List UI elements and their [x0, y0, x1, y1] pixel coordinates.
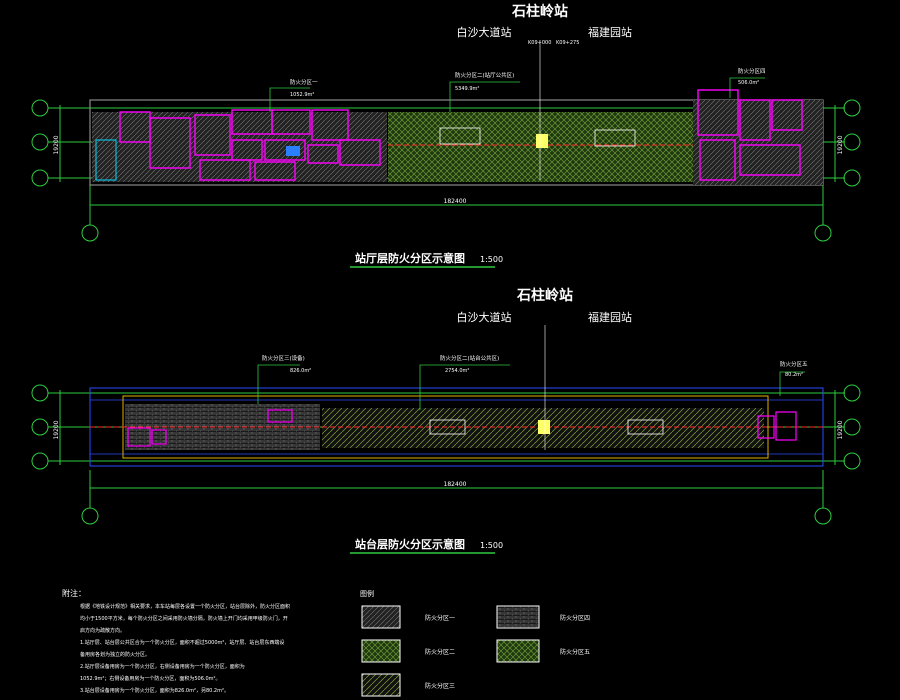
- plan1-title: 站厅层防火分区示意图: [355, 251, 465, 265]
- notes-heading: 附注：: [62, 588, 86, 598]
- plan1-zone-right-label: 防火分区四: [738, 67, 766, 75]
- plan2-station-title: 石柱岭站: [516, 287, 573, 304]
- plan2-zone-right-label: 防火分区五: [780, 360, 808, 368]
- plan1-zone-center-label: 防火分区二(站厅公共区): [455, 71, 514, 79]
- legend-label: 防火分区二: [425, 648, 455, 656]
- legend-label: 防火分区四: [560, 614, 590, 622]
- plan1-zone-left-label: 防火分区一: [290, 78, 318, 86]
- legend-label: 防火分区三: [425, 682, 455, 690]
- plan1-side-dim-right: 19200: [837, 135, 844, 154]
- plan1-zone-right: [693, 100, 823, 185]
- plan1-zone-left-area: 1052.9m²: [290, 92, 314, 98]
- plan1-chainage-b: K09+275: [556, 40, 579, 46]
- plan2-prev-station: 白沙大道站: [457, 310, 512, 324]
- plan2-zone-center-area: 2754.0m²: [445, 368, 469, 374]
- plan1-rooms-left: [119, 109, 381, 181]
- legend-title: 图例: [360, 589, 374, 598]
- plan2-core: [538, 420, 550, 434]
- legend-label: 防火分区一: [425, 614, 455, 622]
- plan1-escalator-1: [439, 127, 481, 145]
- plan1-zone-left: [92, 112, 387, 182]
- plan2-zone-center-label: 防火分区二(站台公共区): [440, 354, 499, 362]
- plan-concourse: 石柱岭站 白沙大道站 福建园站 K09+000 K09+275 182400 1…: [31, 3, 861, 268]
- notes-line: 1.站厅层、站台层公共区合为一个防火分区，面积不超过5000m²，站厅层、站台层…: [80, 639, 284, 646]
- plan1-prev-station: 白沙大道站: [457, 25, 512, 39]
- plan1-total-dim: 182400: [444, 198, 467, 205]
- plan-platform: 石柱岭站 白沙大道站 福建园站 182400 19200 19200: [31, 287, 861, 554]
- plan2-next-station: 福建园站: [588, 310, 632, 324]
- plan2-escalator-1: [429, 419, 466, 435]
- legend-item: 防火分区三: [361, 673, 455, 697]
- legend-item: 防火分区一: [361, 605, 455, 629]
- plan2-side-dim-right: 19200: [837, 420, 844, 439]
- plan1-station-title: 石柱岭站: [511, 3, 568, 20]
- notes-line: 均小于1500平方米，每个防火分区之间采用防火墙分隔，防火墙上开门均采用甲级防火…: [80, 615, 288, 622]
- plan1-scale: 1:500: [480, 255, 503, 264]
- notes-line: 启方向为疏散方向。: [80, 627, 125, 634]
- plan1-zone-right-area: 506.0m²: [738, 80, 759, 86]
- plan1-side-dim-left: 19200: [53, 135, 60, 154]
- plan1-elevator-left: [286, 146, 300, 156]
- plan1-next-station: 福建园站: [588, 25, 632, 39]
- plan2-rooms-left: [127, 409, 293, 447]
- notes-line: 3.站台层设备用房为一个防火分区，面积为826.0m²，另80.2m²。: [80, 687, 229, 694]
- plan1-chainage-a: K09+000: [528, 40, 551, 46]
- notes-line: 2.站厅层设备用房为一个防火分区，右侧设备用房为一个防火分区，面积为: [80, 663, 245, 670]
- plan2-title: 站台层防火分区示意图: [355, 537, 465, 551]
- plan2-escalator-2: [627, 419, 664, 435]
- legend-item: 防火分区四: [496, 605, 590, 629]
- plan1-zone-center-area: 5349.9m²: [455, 86, 479, 92]
- notes-line: 备用房各划为独立的防火分区。: [80, 651, 150, 658]
- notes-line: 1052.9m²；右侧设备用房为一个防火分区，面积为506.0m²。: [80, 675, 221, 682]
- notes-block: 附注： 根据《地铁设计规范》相关要求，本车站每层各设置一个防火分区，站台层除外，…: [62, 588, 290, 694]
- notes-line: 根据《地铁设计规范》相关要求，本车站每层各设置一个防火分区，站台层除外，防火分区…: [80, 603, 290, 610]
- plan2-rooms-right: [757, 411, 797, 441]
- plan2-zone-right-area: 80.2m²: [785, 372, 803, 378]
- plan2-scale: 1:500: [480, 541, 503, 550]
- legend-item: 防火分区五: [496, 639, 590, 663]
- legend: 图例 防火分区一 防火分区二 防火分区三 防火分区四 防火分区五: [360, 589, 590, 697]
- legend-item: 防火分区二: [361, 639, 455, 663]
- plan1-rooms-right: [697, 89, 803, 181]
- plan1-stair-left: [95, 139, 117, 181]
- plan2-zone-left-area: 826.0m²: [290, 368, 311, 374]
- plan1-escalator-2: [594, 129, 636, 147]
- plan1-core: [536, 134, 548, 148]
- plan2-side-dim-left: 19200: [53, 420, 60, 439]
- legend-label: 防火分区五: [560, 648, 590, 656]
- plan2-total-dim: 182400: [444, 481, 467, 488]
- plan2-zone-left-label: 防火分区三(设备): [262, 354, 305, 362]
